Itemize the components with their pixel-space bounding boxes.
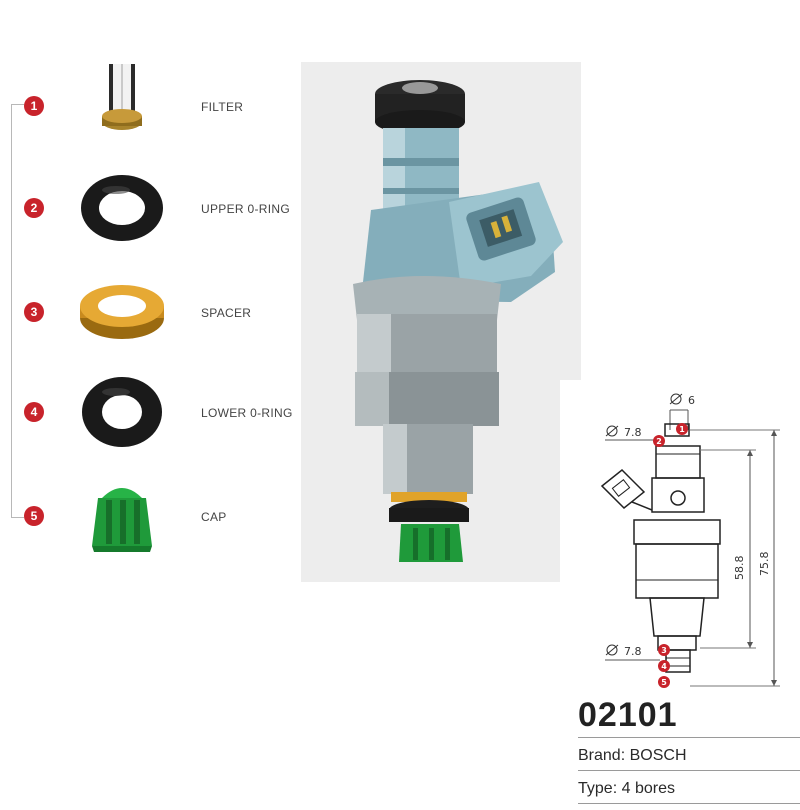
dim-upper-diameter: 7.8	[624, 426, 642, 439]
part-row-filter: 1 FILTER	[0, 64, 300, 144]
type-row: Type: 4 bores	[578, 777, 800, 801]
callout-4: 4	[661, 662, 667, 671]
part-row-cap: 5 CAP	[0, 476, 300, 556]
brand-row: Brand: BOSCH	[578, 744, 800, 768]
part-badge: 3	[24, 302, 44, 322]
injector-photo-panel	[301, 62, 581, 582]
part-badge: 4	[24, 402, 44, 422]
parts-bracket	[11, 104, 24, 518]
fuel-injector-image	[353, 80, 563, 562]
part-badge: 5	[24, 506, 44, 526]
callout-1: 1	[679, 425, 685, 434]
callout-3: 3	[661, 646, 667, 655]
dim-total-length: 75.8	[758, 552, 771, 577]
dim-body-length: 58.8	[733, 556, 746, 581]
lower-o-ring-image	[82, 377, 162, 447]
divider	[578, 803, 800, 804]
spacer-image	[80, 285, 164, 339]
part-row-upper-o-ring: 2 UPPER 0-RING	[0, 168, 300, 248]
callout-5: 5	[661, 678, 667, 687]
callout-2: 2	[656, 437, 662, 446]
part-label: SPACER	[201, 306, 252, 320]
divider	[578, 770, 800, 771]
part-label: CAP	[201, 510, 227, 524]
cap-image	[92, 488, 152, 552]
brand-value: BOSCH	[629, 747, 687, 764]
upper-o-ring-image	[81, 175, 163, 241]
product-info: 02101 Brand: BOSCH Type: 4 bores	[578, 695, 800, 810]
dimension-drawing: 6 7.8 7.8 58.8	[600, 393, 780, 688]
part-row-spacer: 3 SPACER	[0, 272, 300, 352]
filter-image	[102, 64, 142, 130]
dim-lower-diameter: 7.8	[624, 645, 642, 658]
part-label: FILTER	[201, 100, 244, 114]
parts-list: 1 FILTER 2 UPPER 0-RING 3	[0, 0, 300, 560]
divider	[578, 737, 800, 738]
part-label: LOWER 0-RING	[201, 406, 293, 420]
part-number: 02101	[578, 696, 678, 734]
dim-top-bore: 6	[688, 394, 695, 407]
part-label: UPPER 0-RING	[201, 202, 290, 216]
part-badge: 1	[24, 96, 44, 116]
part-row-lower-o-ring: 4 LOWER 0-RING	[0, 372, 300, 452]
part-badge: 2	[24, 198, 44, 218]
type-value: 4 bores	[621, 780, 675, 797]
brand-label: Brand:	[578, 747, 626, 764]
type-label: Type:	[578, 780, 618, 797]
technical-drawing: 6 7.8 7.8 58.8	[560, 380, 800, 690]
